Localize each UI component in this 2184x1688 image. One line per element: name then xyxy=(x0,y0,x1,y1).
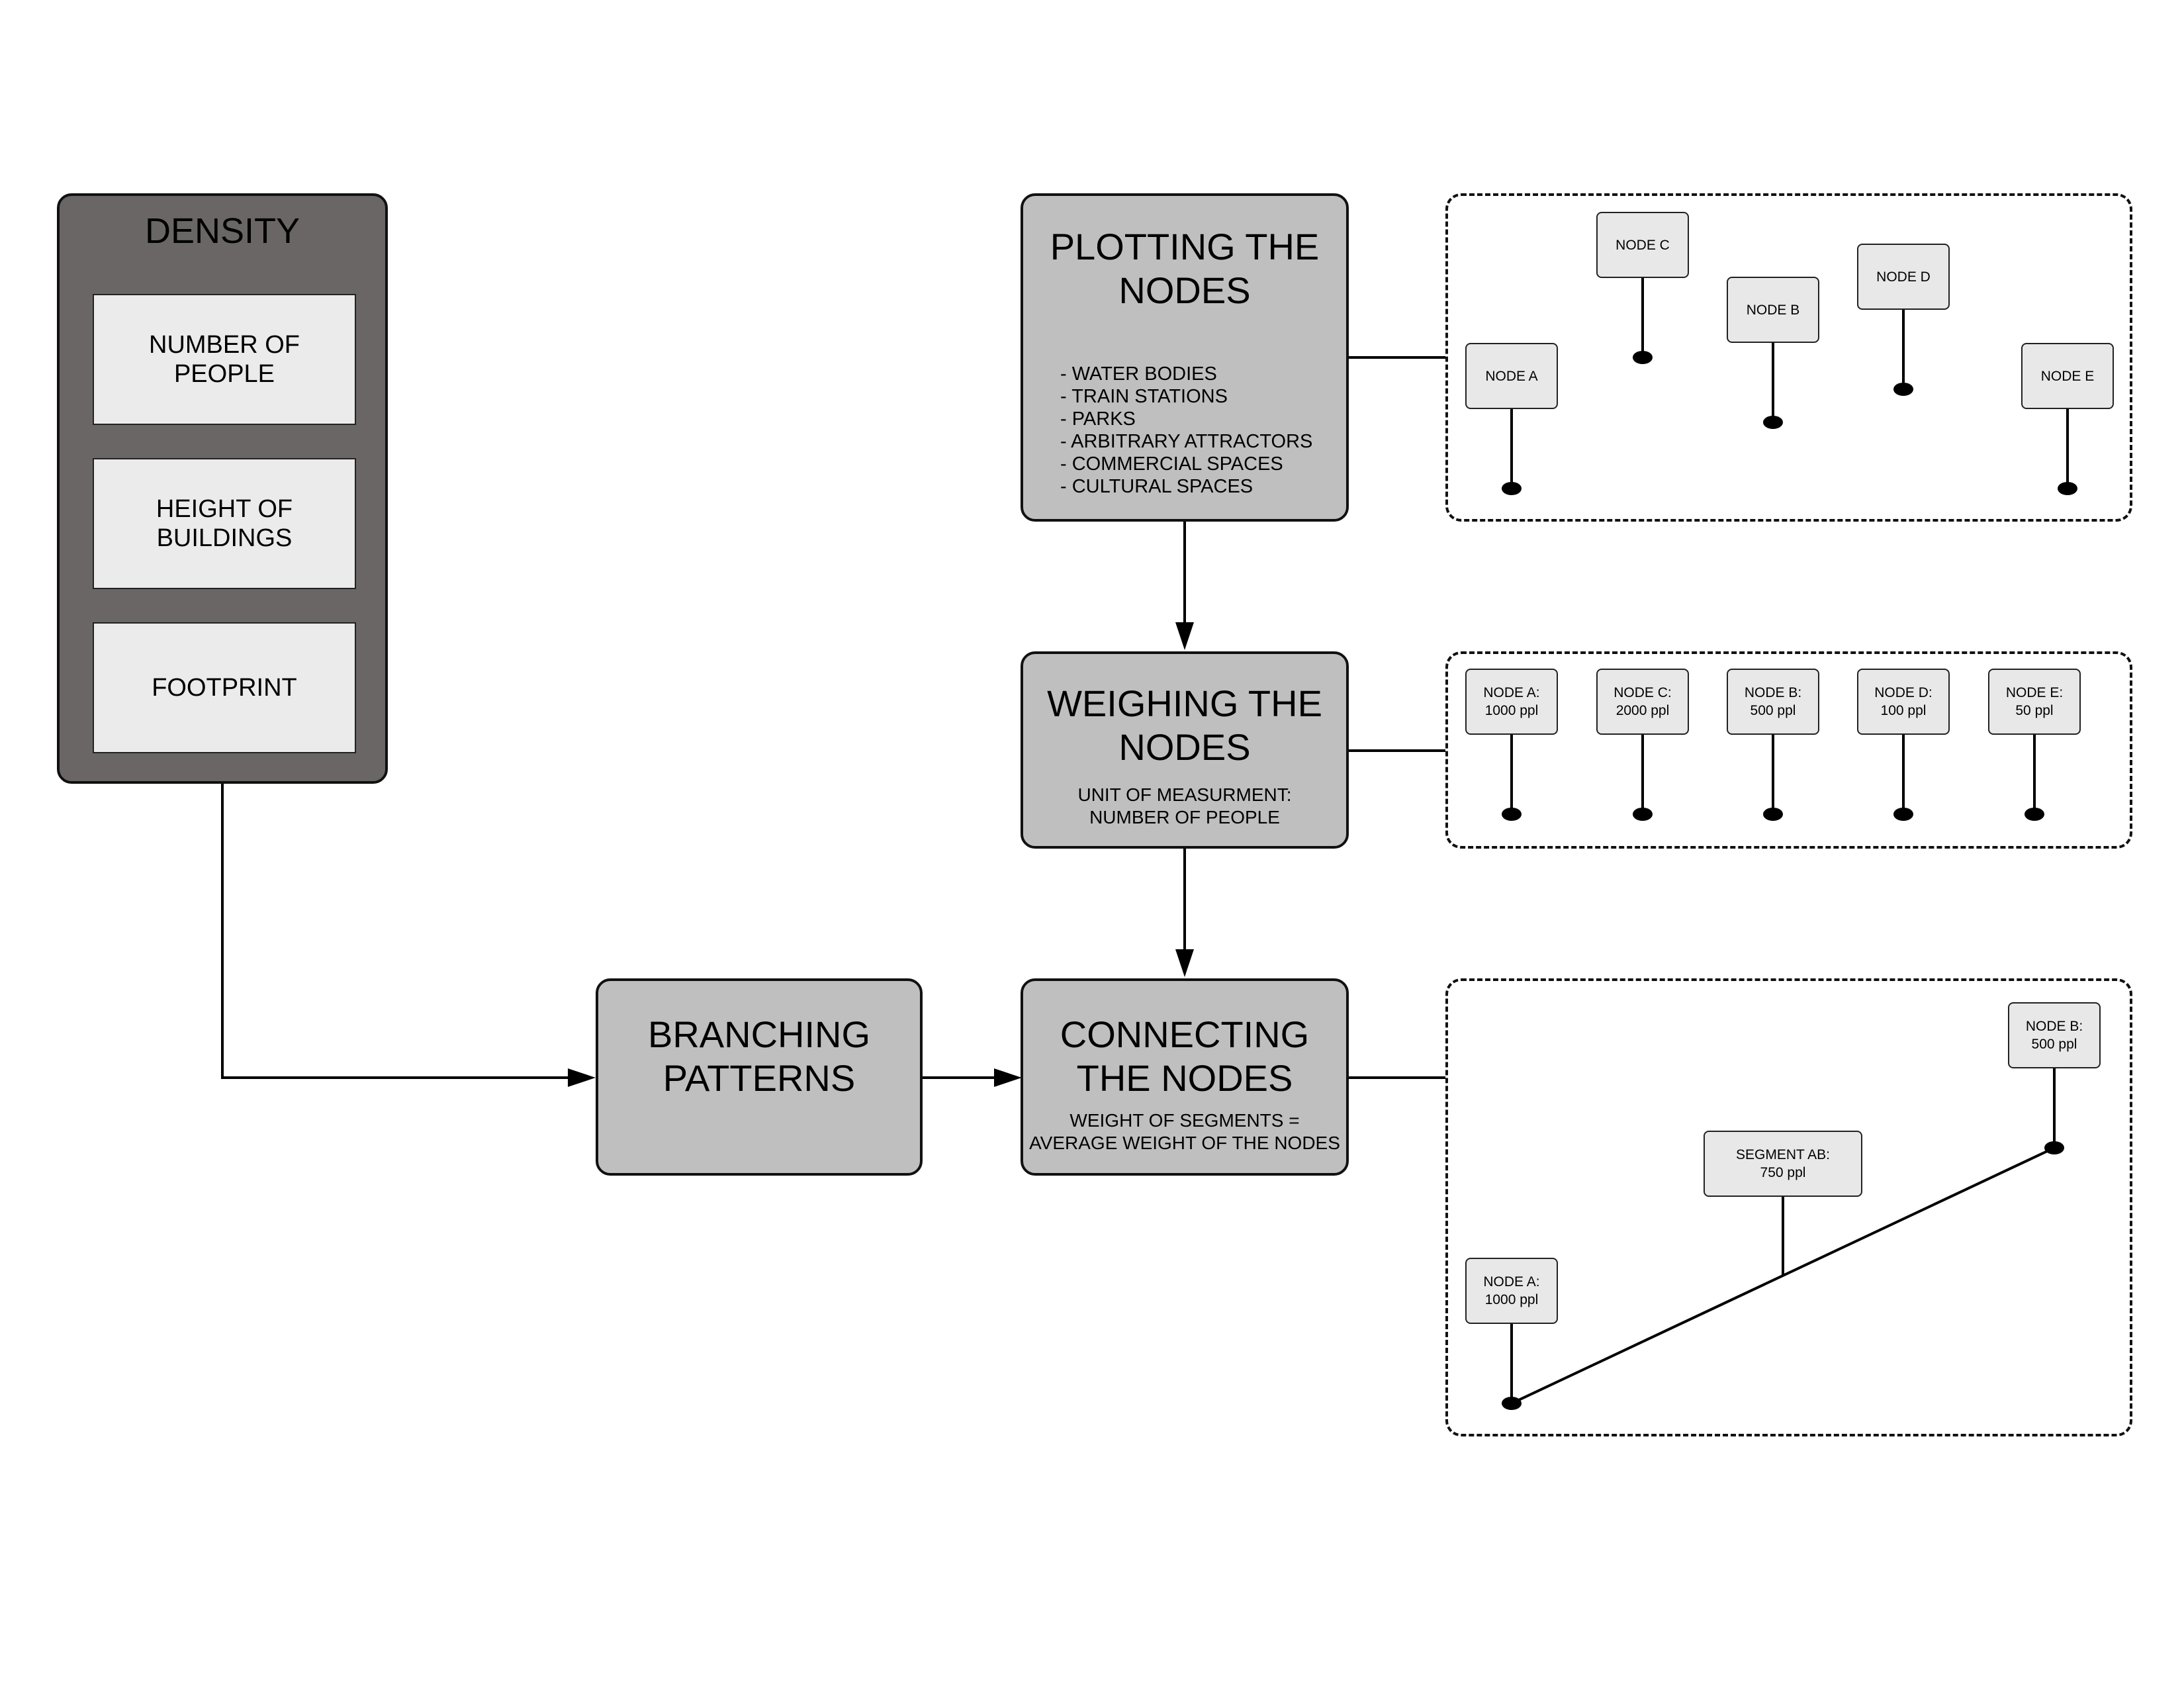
segment-node-b-tag: NODE B: 500 ppl xyxy=(2008,1002,2101,1068)
weighted-node-d-pin xyxy=(1893,808,1913,821)
weighted-node-b-pin xyxy=(1763,808,1783,821)
branching-patterns-box: BRANCHING PATTERNS xyxy=(596,978,923,1176)
node-e-pin xyxy=(2058,482,2077,495)
node-d-pin xyxy=(1893,383,1913,396)
density-title: DENSITY xyxy=(144,211,300,251)
weighted-node-e-tag: NODE E: 50 ppl xyxy=(1988,669,2081,735)
density-box: DENSITY NUMBER OF PEOPLE HEIGHT OF BUILD… xyxy=(57,193,388,784)
connecting-nodes-box: CONNECTING THE NODES WEIGHT OF SEGMENTS … xyxy=(1021,978,1349,1176)
weighted-node-c-tag: NODE C: 2000 ppl xyxy=(1596,669,1689,735)
plotting-nodes-title: PLOTTING THE NODES xyxy=(1050,226,1320,311)
node-a-tag: NODE A xyxy=(1465,343,1558,409)
density-to-branching-arrow xyxy=(221,784,568,1079)
attractor-list: - WATER BODIES - TRAIN STATIONS - PARKS … xyxy=(1060,363,1312,498)
segment-ab-label: SEGMENT AB: 750 ppl xyxy=(1704,1131,1862,1197)
list-item: - ARBITRARY ATTRACTORS xyxy=(1060,431,1313,452)
list-item: - PARKS xyxy=(1060,408,1136,430)
factor-number-of-people: NUMBER OF PEOPLE xyxy=(93,294,356,425)
weighing-to-connecting-arrowhead xyxy=(1175,949,1194,977)
plotting-nodes-box: PLOTTING THE NODES - WATER BODIES - TRAI… xyxy=(1021,193,1349,522)
factor-height-of-buildings: HEIGHT OF BUILDINGS xyxy=(93,458,356,589)
node-c-tag: NODE C xyxy=(1596,212,1689,278)
list-item: - CULTURAL SPACES xyxy=(1060,476,1253,497)
node-c-pin xyxy=(1633,351,1653,364)
branching-to-connecting-arrowhead xyxy=(994,1068,1022,1087)
weighted-node-b-tag: NODE B: 500 ppl xyxy=(1727,669,1819,735)
weighing-nodes-description: UNIT OF MEASURMENT: NUMBER OF PEOPLE xyxy=(1077,784,1292,827)
node-b-pin xyxy=(1763,416,1783,429)
plotted-nodes-panel xyxy=(1445,193,2132,522)
segment-node-b-pin xyxy=(2044,1141,2064,1154)
weighted-node-e-pin xyxy=(2025,808,2044,821)
segment-node-a-pin xyxy=(1502,1397,1522,1410)
node-e-tag: NODE E xyxy=(2021,343,2114,409)
plotting-to-weighing-arrowhead xyxy=(1175,622,1194,650)
weighted-node-c-pin xyxy=(1633,808,1653,821)
connecting-nodes-description: WEIGHT OF SEGMENTS = AVERAGE WEIGHT OF T… xyxy=(1029,1110,1340,1153)
connected-nodes-panel xyxy=(1445,978,2132,1436)
branching-patterns-title: BRANCHING PATTERNS xyxy=(647,1013,871,1099)
weighted-nodes-panel xyxy=(1445,651,2132,849)
node-d-tag: NODE D xyxy=(1857,244,1950,310)
node-a-pin xyxy=(1502,482,1522,495)
weighing-nodes-title: WEIGHING THE NODES xyxy=(1047,682,1322,768)
list-item: - WATER BODIES xyxy=(1060,363,1217,385)
node-b-tag: NODE B xyxy=(1727,277,1819,343)
weighted-node-a-pin xyxy=(1502,808,1522,821)
weighted-node-d-tag: NODE D: 100 ppl xyxy=(1857,669,1950,735)
weighted-node-a-tag: NODE A: 1000 ppl xyxy=(1465,669,1558,735)
connecting-nodes-title: CONNECTING THE NODES xyxy=(1060,1013,1310,1099)
list-item: - TRAIN STATIONS xyxy=(1060,386,1228,407)
segment-node-a-tag: NODE A: 1000 ppl xyxy=(1465,1258,1558,1324)
factor-footprint: FOOTPRINT xyxy=(93,622,356,753)
weighing-nodes-box: WEIGHING THE NODES UNIT OF MEASURMENT: N… xyxy=(1021,651,1349,849)
list-item: - COMMERCIAL SPACES xyxy=(1060,453,1283,475)
density-to-branching-arrowhead xyxy=(568,1068,596,1087)
